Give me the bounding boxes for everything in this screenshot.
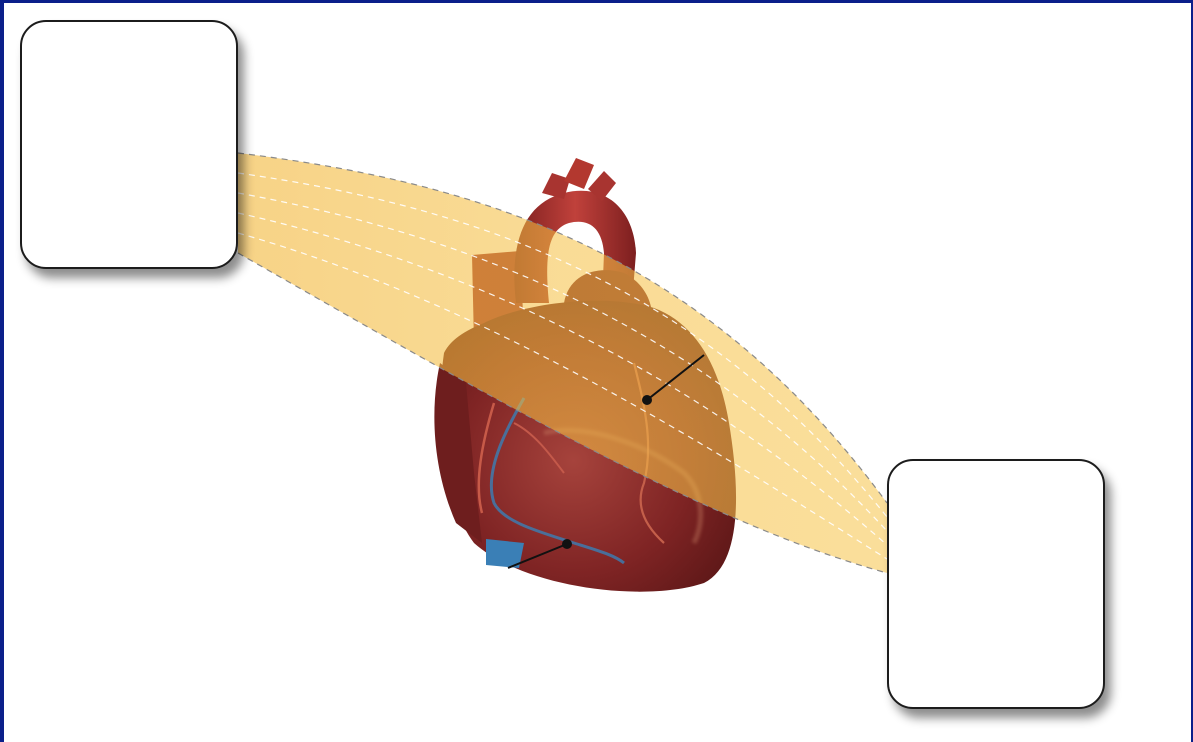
aorta-branch-2 xyxy=(564,158,594,189)
pointer-upper-dot xyxy=(642,395,652,405)
diagram-canvas xyxy=(4,3,1191,742)
pointer-lower-dot xyxy=(562,539,572,549)
label-box-right[interactable] xyxy=(887,459,1105,709)
label-box-left[interactable] xyxy=(20,20,238,269)
